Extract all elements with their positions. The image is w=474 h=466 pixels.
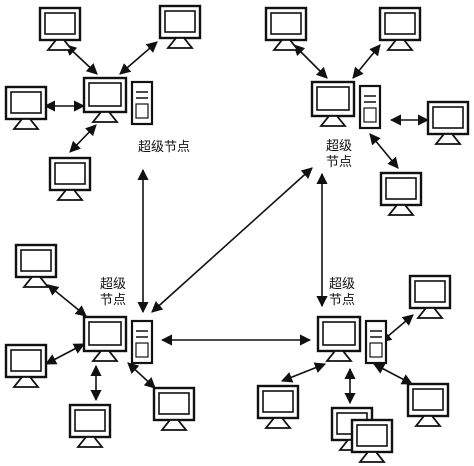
client-bl-3 (68, 403, 112, 448)
client-bl-4 (152, 386, 196, 431)
client-link-tl-2 (119, 41, 158, 75)
supernode-bl (82, 315, 154, 365)
client-br-4 (406, 382, 450, 427)
supernode-label-tr: 超级 节点 (326, 139, 353, 170)
client-link-bl-4 (127, 362, 156, 389)
client-tl-3 (4, 85, 48, 130)
nodes-layer (4, 4, 470, 463)
links-layer (43, 41, 430, 405)
client-link-br-2 (280, 362, 327, 383)
client-link-tr-4 (369, 133, 399, 169)
supernode-label-bl: 超级 节点 (100, 277, 127, 308)
supernode-tr (310, 80, 382, 130)
client-tr-4 (379, 171, 423, 216)
supernode-tl (82, 76, 154, 126)
client-bl-1 (14, 243, 58, 288)
client-bl-2 (4, 343, 48, 388)
client-link-bl-1 (47, 284, 87, 317)
client-tl-2 (158, 4, 202, 49)
client-br-1 (408, 274, 452, 319)
client-link-tr-2 (352, 44, 381, 79)
supernode-br (316, 315, 388, 365)
supernode-label-tl: 超级节点 (138, 140, 191, 155)
client-link-tl-4 (69, 124, 97, 153)
client-tr-2 (378, 6, 422, 51)
client-link-bl-2 (45, 343, 85, 365)
client-br-2 (256, 384, 300, 429)
client-tl-4 (48, 156, 92, 201)
client-br-5 (350, 418, 394, 463)
supernode-label-br: 超级 节点 (329, 277, 356, 308)
client-tr-1 (264, 6, 308, 51)
backbone-link-bl-tr (151, 167, 313, 313)
client-tl-1 (38, 6, 82, 51)
client-tr-3 (426, 100, 470, 145)
client-link-br-4 (373, 363, 413, 385)
